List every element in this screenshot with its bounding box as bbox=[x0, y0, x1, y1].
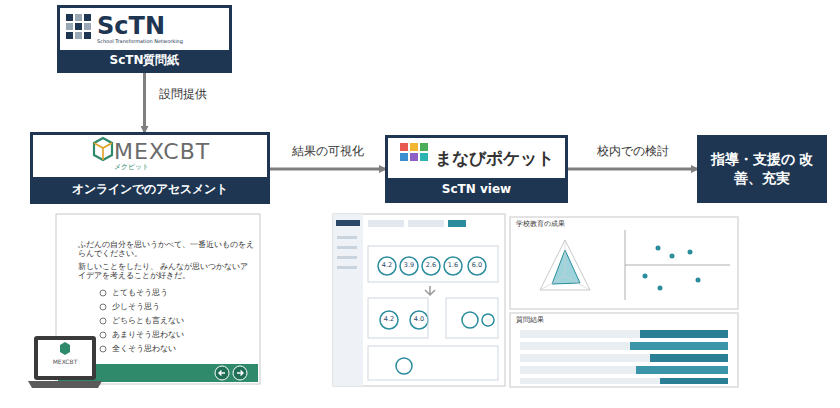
dashboard-sidebar bbox=[333, 214, 363, 386]
nav-button bbox=[215, 366, 229, 380]
sctn-logo-icon bbox=[66, 14, 91, 39]
band: ScTN view bbox=[388, 178, 565, 200]
band: オンラインでのアセスメント bbox=[33, 177, 267, 201]
dashboard-frame bbox=[333, 214, 505, 386]
question-text: ふだんの自分を思いうかべて、一番近いものをえらんでください。 bbox=[78, 240, 254, 259]
question-text: 新しいことをしたり、 みんなが思いつかないアイデアを考えることが好きだ。 bbox=[78, 262, 254, 281]
flow-arrow bbox=[143, 73, 146, 132]
score-panel bbox=[368, 246, 498, 282]
band-text: ScTN view bbox=[442, 182, 511, 196]
logo-area: MEXCBTメクビット bbox=[33, 135, 267, 177]
band: ScTN質問紙 bbox=[60, 50, 229, 70]
question-text: 全くそう思わない bbox=[112, 344, 252, 353]
screen-label: 4.2 bbox=[378, 261, 396, 269]
logo-area: まなびポケット bbox=[388, 138, 565, 178]
score-circles bbox=[378, 257, 494, 374]
dashboard-logo bbox=[336, 220, 360, 226]
edge-label: 設問提供 bbox=[157, 86, 209, 103]
flow-arrow bbox=[270, 168, 385, 171]
nav-arrow bbox=[219, 371, 225, 376]
screen-label: MEXCBT bbox=[40, 358, 90, 366]
results-frame bbox=[510, 217, 738, 309]
mexcbt-logo-icon bbox=[94, 138, 112, 160]
nav-arrow bbox=[237, 371, 243, 376]
result-bars bbox=[520, 330, 728, 384]
screen-label: 1.6 bbox=[444, 261, 462, 269]
dashboard-arrow bbox=[425, 286, 435, 295]
band-text: ScTN質問紙 bbox=[110, 52, 180, 69]
screen-label: 6.0 bbox=[468, 261, 486, 269]
titled-box: ScTNSchool Transformation NetworkingScTN… bbox=[57, 5, 232, 73]
question-results-frame bbox=[510, 313, 738, 387]
box-text: 指導・支援の 改善、充実 bbox=[707, 150, 817, 188]
screen-label: 2.6 bbox=[422, 261, 440, 269]
nav-button bbox=[233, 366, 247, 380]
logo-subtext: メクビット bbox=[114, 164, 149, 172]
screen-label: 3.9 bbox=[400, 261, 418, 269]
scatter-axes bbox=[625, 230, 730, 300]
laptop-bezel bbox=[34, 336, 96, 380]
radar-axes bbox=[540, 240, 590, 290]
sidebar-items bbox=[337, 236, 357, 269]
titled-box: MEXCBTメクビットオンラインでのアセスメント bbox=[30, 132, 270, 204]
edge-label: 校内での検討 bbox=[595, 143, 671, 160]
logo-text: MEXCBT bbox=[114, 140, 210, 164]
logo-text: まなびポケット bbox=[435, 149, 554, 168]
question-text: 少しそう思う bbox=[112, 302, 252, 311]
radar-grid bbox=[540, 240, 590, 290]
dashboard-tabs bbox=[368, 220, 466, 227]
question-text: どちらとも言えない bbox=[112, 316, 252, 325]
result-box: 指導・支援の 改善、充実 bbox=[697, 135, 827, 203]
radio-buttons bbox=[100, 290, 106, 352]
detail-panel bbox=[368, 298, 428, 338]
laptop-base bbox=[28, 381, 102, 388]
flow-arrow bbox=[568, 168, 697, 171]
question-text: とてもそう思う bbox=[112, 288, 252, 297]
screen-label: 学校教育の成果 bbox=[516, 220, 596, 229]
detail-panel bbox=[446, 298, 498, 338]
question-text: あまりそう思わない bbox=[112, 330, 252, 339]
band-text: オンラインでのアセスメント bbox=[72, 181, 228, 198]
laptop-screen bbox=[38, 340, 92, 376]
logo-area: ScTNSchool Transformation Networking bbox=[60, 8, 229, 50]
screen-label: 4.0 bbox=[410, 315, 428, 323]
logo-text: ScTN bbox=[97, 13, 165, 39]
radar-area bbox=[552, 250, 580, 284]
screen-label: 質問結果 bbox=[516, 316, 596, 325]
titled-box: まなびポケット ScTN view bbox=[385, 135, 568, 203]
edge-label: 結果の可視化 bbox=[290, 143, 366, 160]
scatter-points bbox=[643, 246, 701, 291]
laptop-logo-icon bbox=[60, 342, 70, 355]
manabi-logo-icon bbox=[400, 143, 428, 161]
screen-label: 4.2 bbox=[380, 315, 398, 323]
detail-panel bbox=[368, 346, 498, 380]
logo-subtext: School Transformation Networking bbox=[97, 39, 183, 45]
